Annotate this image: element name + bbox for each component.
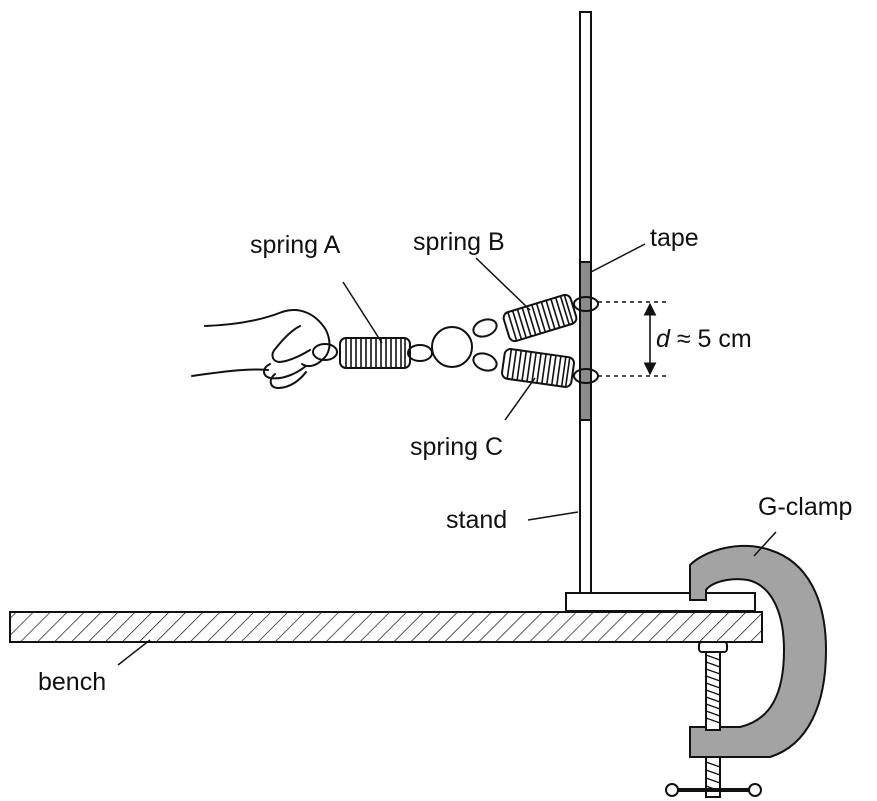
stand-base (565, 592, 756, 612)
tape-label: tape (650, 224, 699, 252)
spring-a (339, 337, 411, 369)
leader-lines (117, 243, 777, 666)
ring-icon (312, 343, 338, 361)
central-ring (431, 326, 473, 368)
distance-value: ≈ 5 cm (670, 325, 752, 353)
hand-icon (191, 309, 331, 389)
spring-coil-icon (345, 338, 406, 368)
spring-a-label: spring A (250, 231, 341, 259)
spring-b-end-hook (472, 318, 498, 338)
spring-c-end-hook (472, 352, 498, 372)
spring-b (502, 293, 578, 343)
g-clamp-label: G-clamp (758, 493, 852, 521)
spring-c-label: spring C (410, 433, 503, 461)
spring-b-label: spring B (413, 228, 505, 256)
g-clamp-icon (665, 544, 828, 798)
spring-b-loop (573, 296, 599, 312)
distance-label: d ≈ 5 cm (656, 325, 752, 353)
bench (9, 611, 763, 643)
distance-symbol: d (656, 325, 671, 353)
spring-a-end-hook (407, 344, 433, 362)
tape-strip (579, 261, 592, 421)
bench-label: bench (38, 668, 106, 696)
stand-label: stand (446, 506, 507, 534)
spring-c (501, 348, 575, 388)
